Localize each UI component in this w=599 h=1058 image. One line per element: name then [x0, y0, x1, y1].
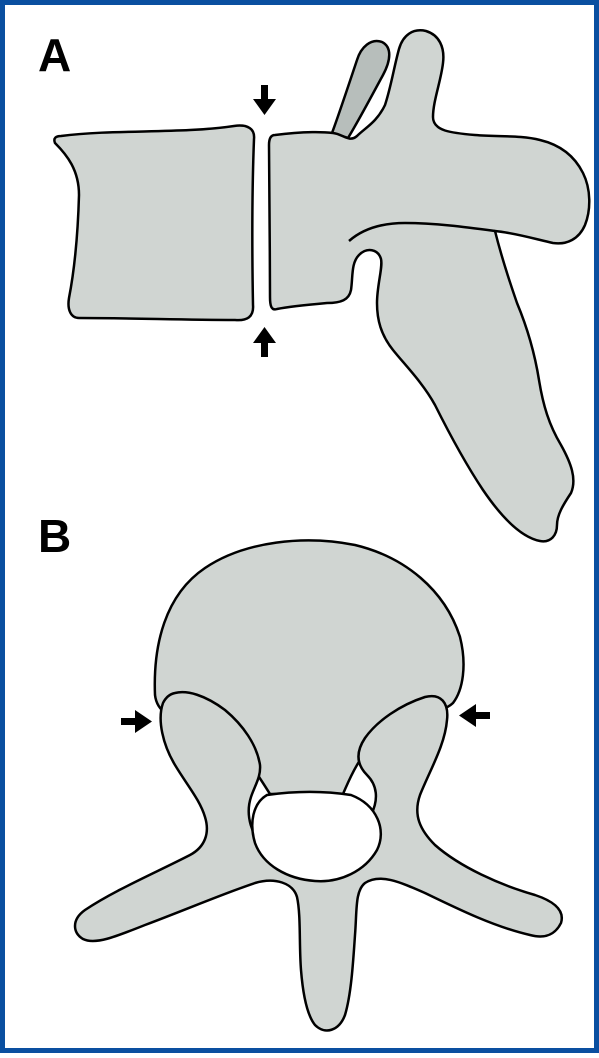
arrow-up-icon	[253, 327, 276, 357]
vertebra-illustration	[5, 5, 599, 1058]
panel-b-axial-view	[75, 540, 562, 1030]
arrow-right-icon	[121, 710, 152, 733]
panel-a-lateral-view	[54, 30, 589, 541]
arrow-left-icon	[459, 704, 490, 727]
vertebral-body-anterior	[54, 126, 254, 321]
vertebral-body-posterior-and-arch	[269, 30, 589, 541]
arrow-down-icon	[253, 85, 276, 115]
